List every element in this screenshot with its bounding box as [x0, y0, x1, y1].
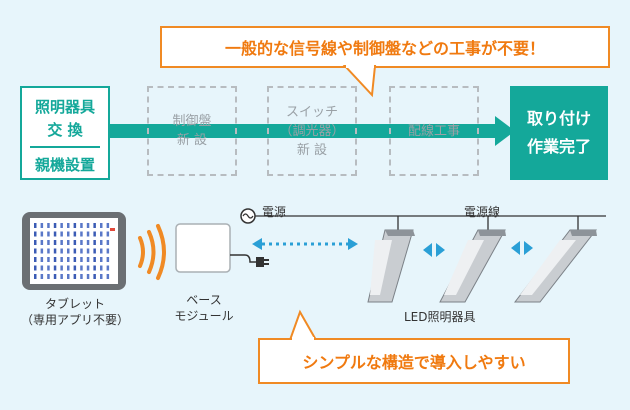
bottom-callout-tail	[288, 309, 318, 341]
base-module-label-line1: ベース	[186, 293, 222, 307]
start-box-divider	[30, 146, 100, 148]
bottom-callout-tail-mask	[292, 337, 314, 342]
step-text: 制御盤	[172, 114, 212, 129]
step-box-control-panel: 制御盤 新 設	[147, 86, 237, 176]
base-module-icon	[175, 223, 269, 273]
led-fixture-1	[367, 229, 415, 303]
start-box-line3: 親機設置	[34, 156, 95, 174]
wireless-icon	[138, 224, 166, 280]
end-box-line2: 作業完了	[526, 137, 591, 156]
step-text: 新 設	[176, 133, 208, 148]
power-line-label: 電源線	[464, 205, 501, 219]
step-box-wiring: 配線工事	[389, 86, 479, 176]
tablet-label-line1: タブレット	[44, 297, 105, 311]
top-callout-text: 一般的な信号線や制御盤などの工事が不要！	[224, 39, 545, 58]
top-callout: 一般的な信号線や制御盤などの工事が不要！	[160, 26, 610, 68]
tablet-label: タブレット （専用アプリ不要）	[10, 296, 140, 328]
led-fixture-2	[439, 229, 506, 303]
bottom-callout-text: シンプルな構造で導入しやすい	[302, 353, 526, 372]
power-label: 電源	[262, 205, 287, 219]
tablet-icon	[22, 212, 126, 290]
step-text: （調光器）	[279, 123, 345, 139]
bottom-callout: シンプルな構造で導入しやすい	[258, 338, 570, 384]
end-box: 取り付け 作業完了	[510, 86, 608, 180]
tablet-label-line2: （専用アプリ不要）	[20, 313, 129, 327]
base-module-label-line2: モジュール	[174, 309, 234, 323]
end-box-line1: 取り付け	[526, 109, 591, 128]
led-fixture-3	[513, 229, 598, 303]
start-box: 照明器具 交 換 親機設置	[20, 86, 110, 180]
wireless-link-arrow	[252, 238, 358, 250]
start-box-line1: 照明器具	[34, 98, 95, 116]
link-arrow-2-3	[511, 241, 533, 255]
step-box-switch: スイッチ （調光器） 新 設	[267, 86, 357, 176]
base-module-label: ベース モジュール	[164, 292, 244, 324]
start-box-line2: 交 換	[47, 121, 83, 139]
led-label: LED照明器具	[404, 310, 476, 324]
step-text: スイッチ	[285, 104, 338, 120]
power-source-icon	[240, 208, 256, 224]
step-text: 新 設	[296, 142, 328, 158]
link-arrow-1-2	[423, 243, 445, 257]
step-text: 配線工事	[407, 123, 460, 139]
